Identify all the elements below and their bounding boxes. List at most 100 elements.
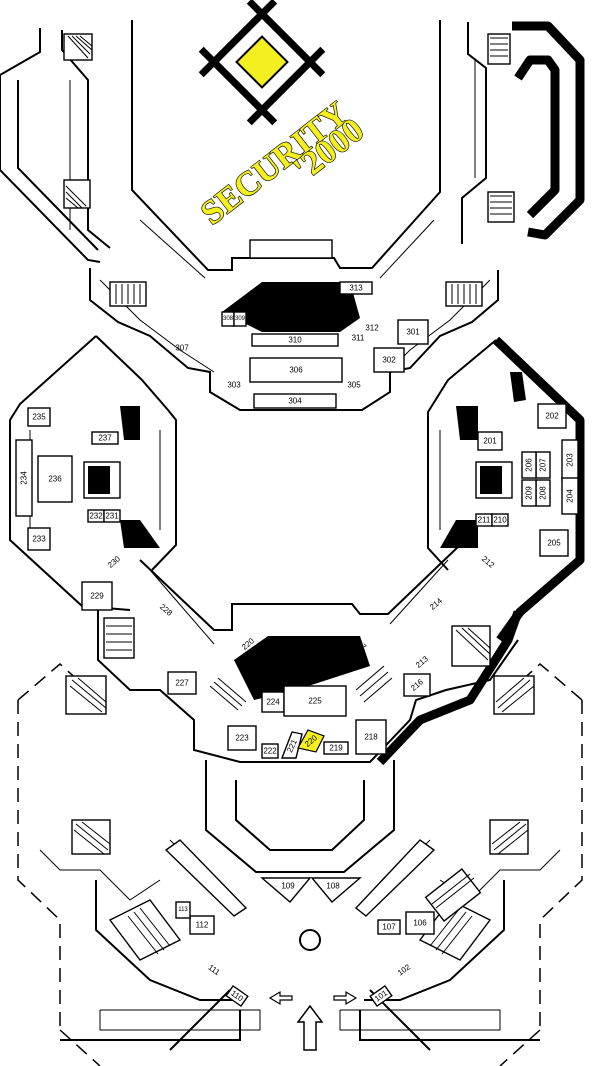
room-221[interactable] <box>280 731 303 759</box>
stairs-top-right <box>487 33 511 65</box>
room-205-label: 205 <box>547 539 561 548</box>
room-210[interactable] <box>491 513 509 527</box>
room-216[interactable] <box>403 673 431 697</box>
room-208-label: 208 <box>539 486 548 500</box>
stairs-upper-left <box>63 179 91 209</box>
room-303-label: 303 <box>227 381 241 390</box>
room-113[interactable] <box>175 901 191 919</box>
room-207-label: 207 <box>539 458 548 472</box>
room-229[interactable] <box>81 581 113 611</box>
room-101[interactable] <box>369 984 393 1008</box>
stairs-right-lower <box>451 625 491 667</box>
security-2000-logo: SECURITY '2000 <box>193 0 372 233</box>
room-235[interactable] <box>27 407 51 427</box>
room-204-label: 204 <box>566 489 575 503</box>
room-206[interactable] <box>521 451 537 479</box>
room-304[interactable] <box>253 393 337 409</box>
room-210-label: 210 <box>493 516 507 525</box>
room-224-label: 224 <box>266 698 280 707</box>
room-309-label: 309 <box>235 316 246 322</box>
room-309[interactable] <box>233 311 247 327</box>
room-237-label: 237 <box>98 434 112 443</box>
room-111-label: 111 <box>206 963 222 978</box>
room-301-label: 301 <box>406 328 420 337</box>
room-236-label: 236 <box>48 475 62 484</box>
room-313[interactable] <box>339 281 373 295</box>
room-206-label: 206 <box>525 458 534 472</box>
room-228-label: 228 <box>158 602 174 618</box>
stairs-mid-right <box>445 281 483 307</box>
room-313-label: 313 <box>349 284 363 293</box>
room-205[interactable] <box>539 529 569 557</box>
stairs-far-right <box>493 675 535 715</box>
room-227-label: 227 <box>175 679 189 688</box>
room-107-label: 107 <box>382 923 396 932</box>
room-223[interactable] <box>227 725 257 751</box>
stairs-left-mid <box>71 819 111 855</box>
room-301[interactable] <box>397 319 429 345</box>
room-109[interactable] <box>260 877 312 903</box>
room-310[interactable] <box>251 333 339 347</box>
room-219[interactable] <box>323 741 349 755</box>
room-209[interactable] <box>521 479 537 507</box>
room-201-label: 201 <box>483 437 497 446</box>
level-1-wing: 109 108 112 113 107 106 111 110 102 101 <box>17 663 583 1066</box>
room-307-label: 307 <box>175 344 189 353</box>
room-302-label: 302 <box>382 356 396 365</box>
room-311-label: 311 <box>352 334 365 343</box>
room-212-label: 212 <box>480 554 496 570</box>
room-108[interactable] <box>310 877 362 903</box>
room-302[interactable] <box>373 347 405 373</box>
stairs-center-right <box>355 665 393 703</box>
room-233[interactable] <box>27 527 51 551</box>
room-234[interactable] <box>15 439 33 517</box>
room-106-label: 106 <box>413 919 427 928</box>
stairs-left-lower <box>103 617 135 659</box>
room-110[interactable] <box>225 984 249 1008</box>
room-202[interactable] <box>537 403 567 429</box>
level-3-wing: 313 308 309 310 311 312 307 301 302 306 … <box>0 20 585 411</box>
room-109-label: 109 <box>281 882 295 891</box>
stairs-center-left <box>209 677 247 711</box>
room-112-label: 112 <box>196 921 209 930</box>
stairs-lower-left <box>108 899 182 961</box>
room-102-label: 102 <box>396 962 413 977</box>
room-304-label: 304 <box>288 397 302 406</box>
room-222-label: 222 <box>263 747 277 756</box>
entrance-arrow-up-icon <box>296 1004 324 1051</box>
room-306-label: 306 <box>289 366 303 375</box>
room-113-label: 113 <box>178 907 188 913</box>
room-112[interactable] <box>189 915 215 935</box>
room-107[interactable] <box>377 919 401 935</box>
room-229-label: 229 <box>90 592 104 601</box>
room-225[interactable] <box>283 685 347 717</box>
room-231-label: 231 <box>105 512 119 521</box>
fountain <box>299 929 321 951</box>
room-233-label: 233 <box>32 535 46 544</box>
room-235-label: 235 <box>32 413 46 422</box>
room-231[interactable] <box>103 509 121 523</box>
room-108-label: 108 <box>326 882 340 891</box>
room-209-label: 209 <box>525 486 534 500</box>
room-211-label: 211 <box>478 516 491 525</box>
room-227[interactable] <box>167 671 197 695</box>
room-220-highlighted[interactable] <box>297 729 325 753</box>
room-203-label: 203 <box>566 453 575 467</box>
room-236[interactable] <box>37 455 73 503</box>
room-214-label: 214 <box>428 596 444 612</box>
room-106[interactable] <box>405 911 435 935</box>
arrow-left-icon <box>268 990 293 1006</box>
room-232-label: 232 <box>89 512 103 521</box>
exhibit-block-level-2 <box>234 636 370 700</box>
stairs-top-left <box>63 33 93 61</box>
room-218[interactable] <box>355 719 387 755</box>
room-201[interactable] <box>477 431 503 451</box>
room-306[interactable] <box>249 357 343 383</box>
exhibit-block-level-3 <box>222 282 360 332</box>
room-218-label: 218 <box>364 733 378 742</box>
room-237[interactable] <box>91 431 119 445</box>
room-305-label: 305 <box>347 381 361 390</box>
room-204[interactable] <box>561 477 579 515</box>
room-222[interactable] <box>261 743 279 759</box>
room-234-label: 234 <box>20 471 29 485</box>
